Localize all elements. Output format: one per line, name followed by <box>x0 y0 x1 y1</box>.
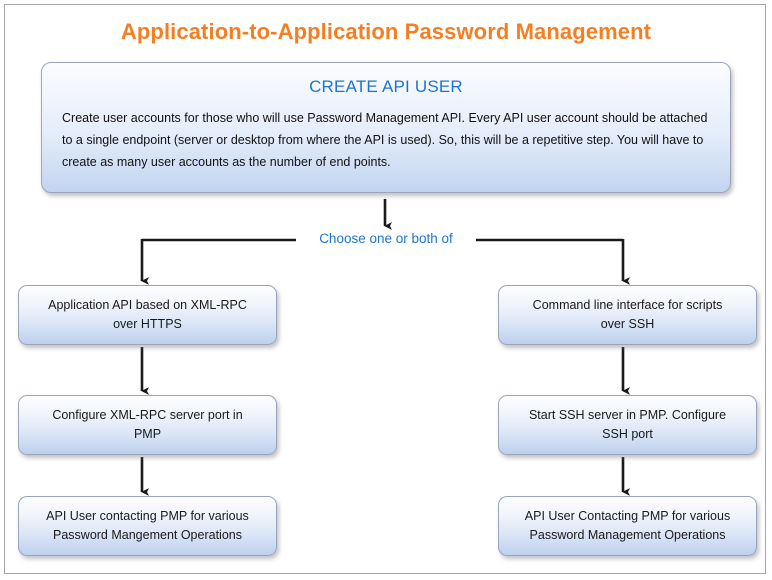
create-api-user-heading: CREATE API USER <box>309 77 463 96</box>
node-text: Configure XML-RPC server port in PMP <box>27 406 268 444</box>
node-api-user-contacting-pmp-right: API User Contacting PMP for various Pass… <box>498 496 757 556</box>
node-line-2: Password Management Operations <box>529 528 726 542</box>
node-line-1: Application API based on XML-RPC <box>48 298 247 312</box>
node-text: API User contacting PMP for various Pass… <box>27 507 268 545</box>
node-start-ssh-server: Start SSH server in PMP. Configure SSH p… <box>498 395 757 455</box>
node-line-1: Command line interface for scripts <box>532 298 723 312</box>
create-api-user-description: Create user accounts for those who will … <box>62 111 708 169</box>
node-line-2: over SSH <box>600 317 655 331</box>
node-configure-xmlrpc-port: Configure XML-RPC server port in PMP <box>18 395 277 455</box>
node-text: API User Contacting PMP for various Pass… <box>507 507 748 545</box>
node-line-1: Start SSH server in PMP. Configure <box>528 408 727 422</box>
page-title: Application-to-Application Password Mana… <box>120 19 652 44</box>
branch-label: Choose one or both of <box>296 231 476 246</box>
node-application-api: Application API based on XML-RPC over HT… <box>18 285 277 345</box>
node-text: Command line interface for scripts over … <box>507 296 748 334</box>
node-line-2: Password Mangement Operations <box>53 528 242 542</box>
node-line-1: API User Contacting PMP for various <box>524 509 731 523</box>
node-line-1: API User contacting PMP for various <box>46 509 249 523</box>
node-text: Application API based on XML-RPC over HT… <box>27 296 268 334</box>
node-api-user-contacting-pmp-left: API User contacting PMP for various Pass… <box>18 496 277 556</box>
node-create-api-user: CREATE API USER Create user accounts for… <box>41 62 731 193</box>
node-line-2: PMP <box>133 427 162 441</box>
node-command-line-interface: Command line interface for scripts over … <box>498 285 757 345</box>
node-line-2: over HTTPS <box>113 317 182 331</box>
node-line-1: Configure XML-RPC server port in <box>52 408 243 422</box>
node-text: Start SSH server in PMP. Configure SSH p… <box>507 406 748 444</box>
node-line-2: SSH port <box>602 427 653 441</box>
